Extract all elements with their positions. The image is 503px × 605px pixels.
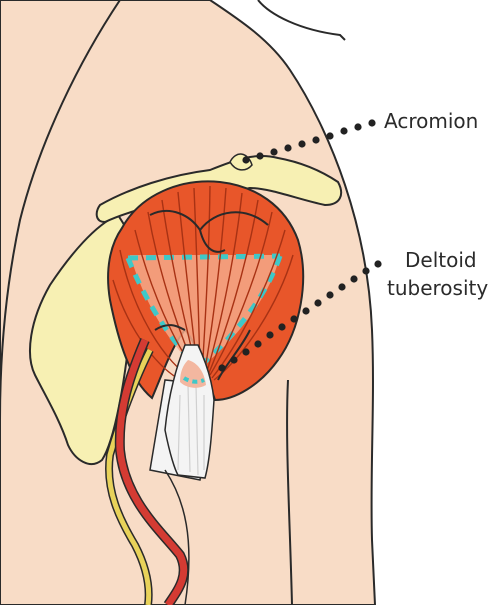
deltoid-tuberosity-label-line2: tuberosity — [387, 276, 488, 300]
acromion-label: Acromion — [384, 109, 478, 133]
deltoid-tuberosity-label-line1: Deltoid — [405, 248, 477, 272]
neck-outline — [258, 0, 345, 40]
